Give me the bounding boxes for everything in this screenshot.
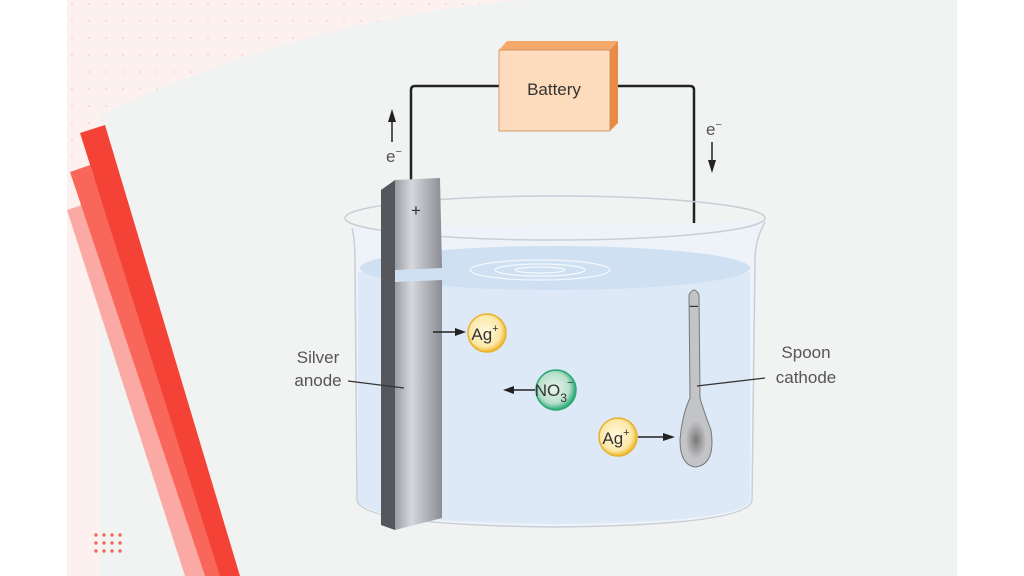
arrow-left-icon	[503, 386, 514, 394]
ag-ion-cathode: Ag+	[598, 417, 675, 457]
svg-text:e−: e−	[386, 146, 402, 166]
svg-text:e−: e−	[706, 119, 722, 139]
svg-text:Ag+: Ag+	[602, 427, 629, 448]
spoon-cathode: −	[679, 289, 713, 468]
battery-label: Battery	[527, 80, 581, 99]
electron-flow-left: e−	[386, 109, 402, 166]
ag-ion-anode: Ag+	[433, 313, 507, 353]
electron-flow-right: e−	[706, 119, 722, 173]
wire-right	[610, 84, 696, 268]
svg-text:NO3−: NO3−	[535, 377, 574, 405]
beaker-rim	[344, 195, 766, 241]
arrow-right-icon	[663, 433, 675, 441]
arrow-down-icon	[708, 160, 716, 173]
svg-text:cathode: cathode	[776, 368, 837, 387]
svg-text:anode: anode	[294, 371, 341, 390]
stripe-dark	[80, 125, 240, 576]
svg-text:Ag+: Ag+	[471, 323, 498, 344]
stripe-mid	[70, 165, 225, 576]
arrow-right-icon	[455, 328, 466, 336]
svg-text:Silver: Silver	[297, 348, 340, 367]
no3-ion: NO3−	[503, 369, 577, 411]
svg-text:Spoon: Spoon	[781, 343, 830, 362]
anode-sign: +	[411, 201, 421, 220]
stripe-light	[67, 205, 205, 576]
dots-decoration	[94, 533, 122, 553]
arrow-up-icon	[388, 109, 396, 122]
silver-anode: +	[381, 178, 442, 530]
cathode-label: Spoon cathode	[696, 343, 837, 387]
wire-left	[409, 84, 500, 180]
cathode-sign: −	[689, 297, 699, 316]
anode-label: Silver anode	[294, 348, 405, 390]
battery: Battery	[498, 41, 618, 132]
